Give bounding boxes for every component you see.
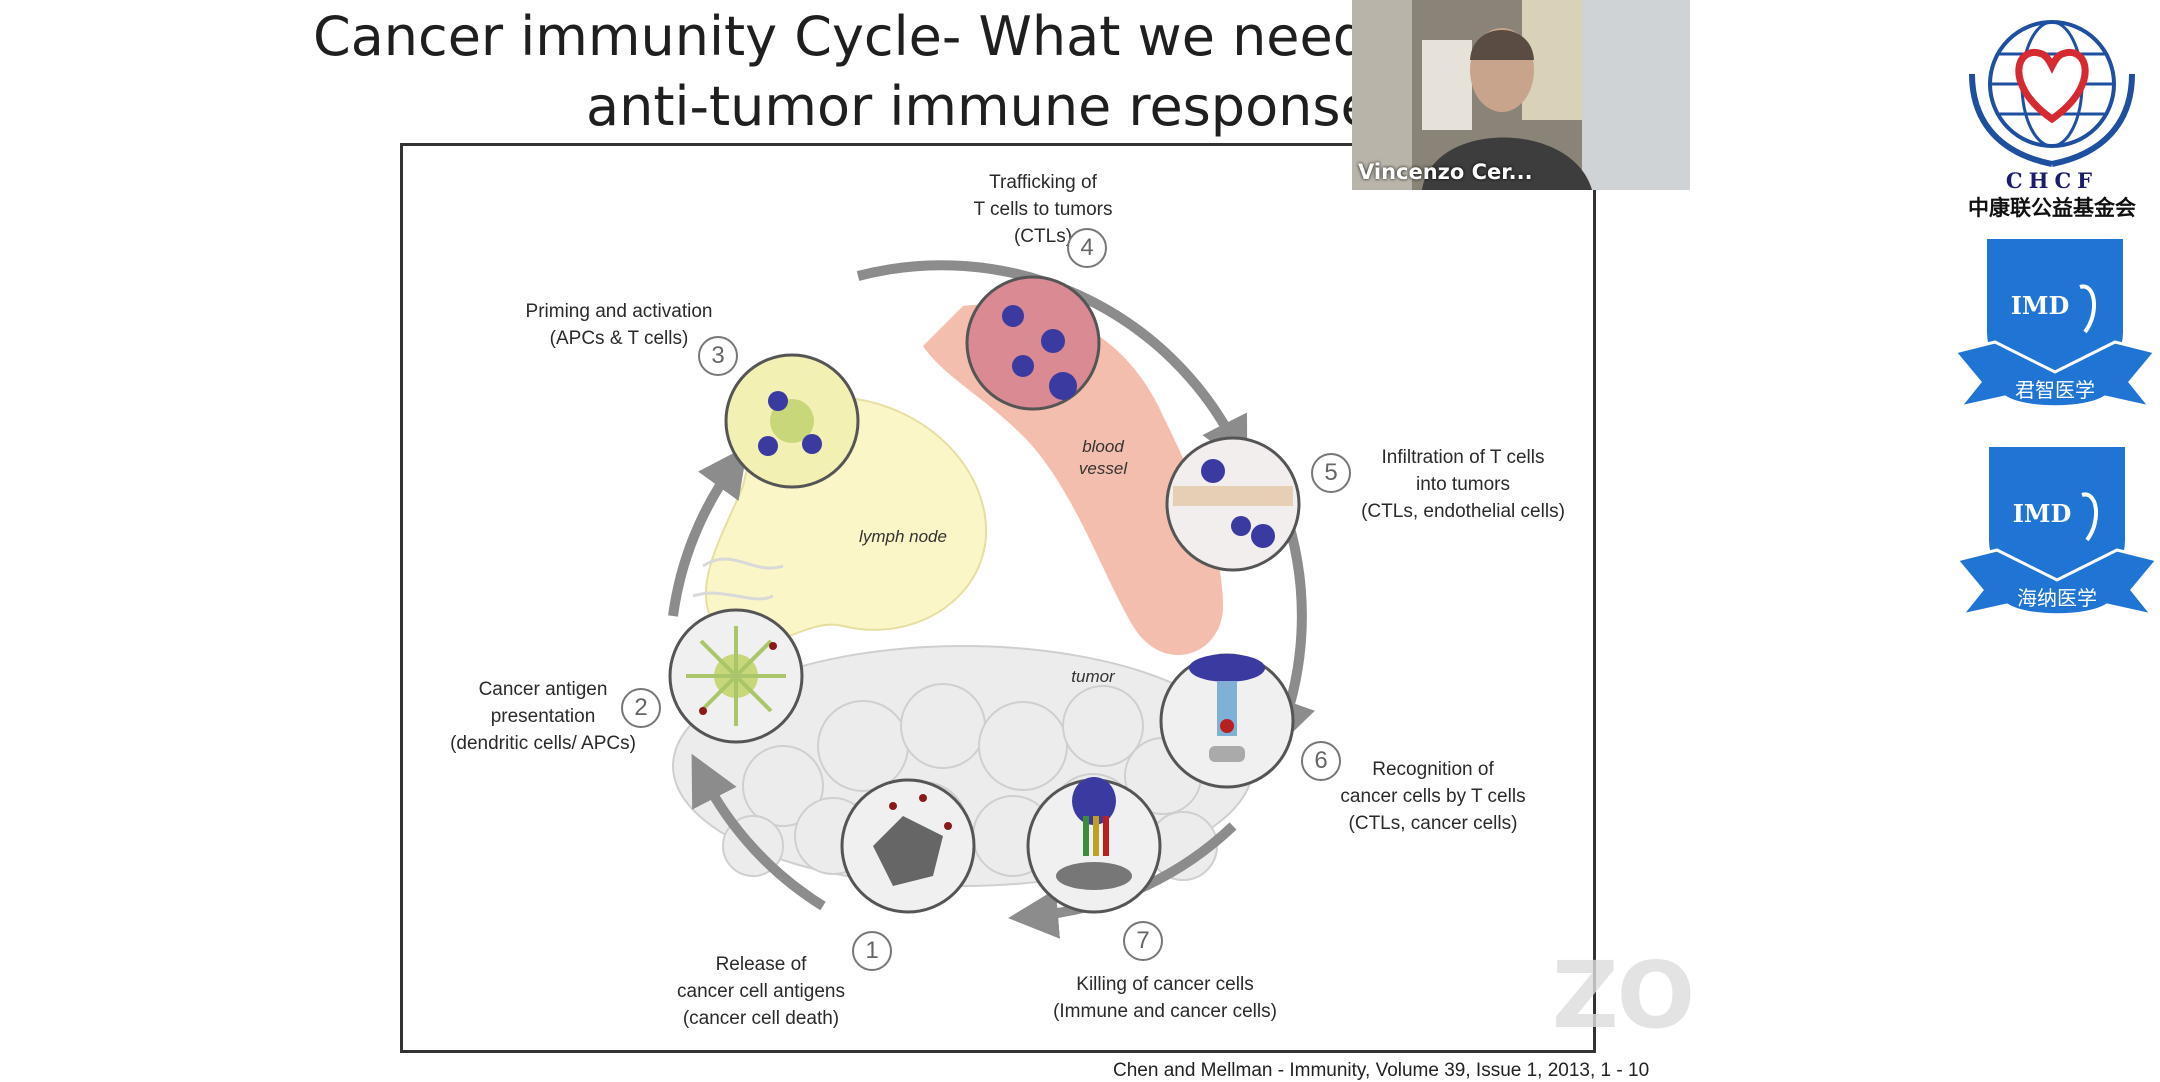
cycle-diagram [668, 260, 1315, 939]
chcf-logo [1969, 20, 2135, 167]
tumor-label: tumor [1071, 667, 1115, 686]
step7-circle [1026, 777, 1162, 914]
chcf-abbrev: CHCF [2005, 168, 2099, 193]
step7-label: Killing of cancer cells(Immune and cance… [1053, 974, 1277, 1022]
cancer-immunity-cycle-figure: Priming and activation(APCs & T cells) 3… [400, 143, 1596, 1053]
citation: Chen and Mellman - Immunity, Volume 39, … [1113, 1060, 1650, 1081]
step3-label: Priming and activation(APCs & T cells) [525, 301, 713, 349]
step1-number: 1 [852, 931, 892, 971]
step1-circle [840, 778, 976, 914]
lymph-node-label: lymph node [859, 527, 947, 546]
slide-title-line1: Cancer immunity Cycle- What we need t [313, 5, 1406, 68]
badge2-name: 海纳医学 [2017, 586, 2097, 610]
chcf-chinese-name: 中康联公益基金会 [1968, 197, 2136, 220]
step3-circle [724, 353, 860, 489]
slide-title-line2: anti-tumor immune response [586, 75, 1374, 138]
step2-circle [668, 608, 804, 744]
imd-badge-2: IMD 海纳医学 [1957, 443, 2157, 618]
step7-number: 7 [1123, 921, 1163, 961]
step5-number: 5 [1311, 453, 1351, 493]
badge1-abbrev: IMD [2011, 291, 2070, 320]
step6-number: 6 [1301, 741, 1341, 781]
step2-number: 2 [621, 688, 661, 728]
zoom-watermark: ZO [1552, 942, 1695, 1049]
step4-number: 4 [1067, 228, 1107, 268]
video-feed [1352, 0, 1690, 190]
badge1-name: 君智医学 [2015, 378, 2095, 402]
step3-number: 3 [698, 336, 738, 376]
badge2-abbrev: IMD [2013, 499, 2072, 528]
step5-circle [1165, 436, 1301, 572]
step4-circle [965, 275, 1101, 411]
participant-name: Vincenzo Cer... [1358, 160, 1533, 184]
participant-video-tile[interactable]: Vincenzo Cer... [1352, 0, 1690, 190]
imd-badge-1: IMD 君智医学 [1955, 235, 2155, 410]
step6-circle [1159, 653, 1295, 789]
